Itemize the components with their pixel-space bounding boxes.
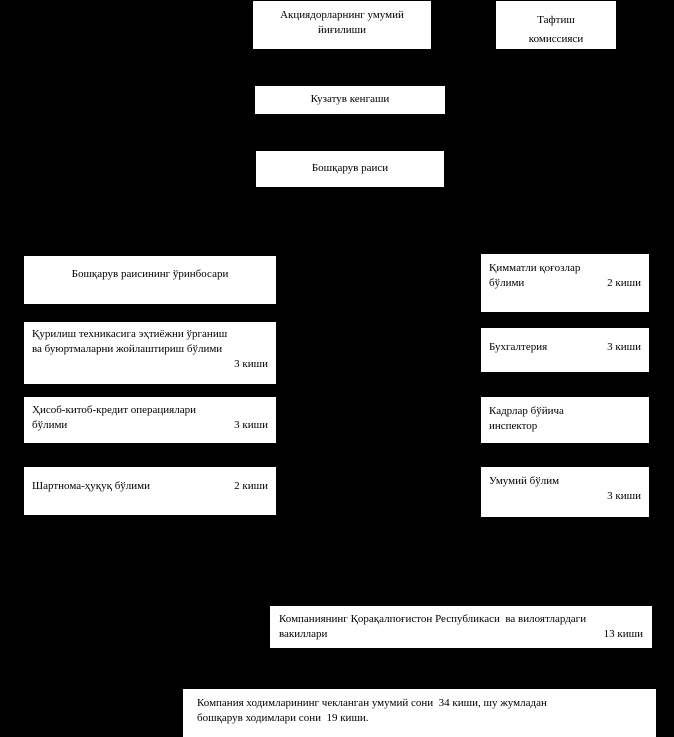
node-line-1: Қурилиш техникасига эҳтиёжни ўрганиш: [32, 328, 228, 340]
node-total-headcount-note[interactable]: Компания ходимларининг чекланган умумий …: [183, 689, 656, 737]
node-body: Шартнома-ҳуқуқ бўлими 2 киши: [24, 467, 276, 515]
node-line-1-row: Бухгалтерия 3 киши: [489, 340, 641, 355]
node-body: Кадрлар бўйича инспектор: [481, 397, 649, 443]
node-line-2: ва буюртмаларни жойлаштириш бўлими: [32, 343, 223, 355]
node-body: Ҳисоб-китоб-кредит операциялари бўлими 3…: [24, 397, 276, 443]
node-line-2-row: вакиллари 13 киши: [279, 627, 643, 642]
node-body: Тафтиш комиссияси: [496, 1, 616, 49]
node-deputy-chairman[interactable]: Бошқарув раисининг ўринбосари: [24, 256, 276, 304]
node-regional-representatives[interactable]: Компаниянинг Қорақалпоғистон Республикас…: [270, 606, 652, 648]
node-line-1: Бошқарув раисининг ўринбосари: [71, 268, 229, 280]
node-body: Акциядорларнинг умумий йиғилиши: [253, 1, 431, 49]
node-body: Кузатув кенгаши: [255, 86, 445, 114]
node-chairman-of-the-board[interactable]: Бошқарув раиси: [256, 151, 444, 187]
node-staff-count: 3 киши: [234, 419, 268, 431]
node-body: Умумий бўлим 3 киши: [481, 467, 649, 517]
node-staff-count: 3 киши: [607, 490, 641, 502]
node-line-2-row: бўлими 3 киши: [32, 418, 268, 433]
node-bookkeeping-department[interactable]: Бухгалтерия 3 киши: [481, 328, 649, 372]
node-line-2: инспектор: [489, 420, 538, 432]
node-line-1: Бошқарув раиси: [311, 162, 389, 174]
node-line-1-row: Шартнома-ҳуқуқ бўлими 2 киши: [32, 479, 268, 494]
node-staff-count: 3 киши: [607, 341, 641, 353]
node-staff-count: 2 киши: [607, 277, 641, 289]
node-line-1: Қимматли қоғозлар: [489, 262, 581, 274]
node-supervisory-board[interactable]: Кузатув кенгаши: [255, 86, 445, 114]
node-staff-count: 2 киши: [234, 480, 268, 492]
node-line-2-row: бўлими 2 киши: [489, 276, 641, 291]
node-hr-inspector[interactable]: Кадрлар бўйича инспектор: [481, 397, 649, 443]
node-body: Қурилиш техникасига эҳтиёжни ўрганиш ва …: [24, 322, 276, 384]
node-staff-count: 13 киши: [603, 628, 643, 640]
node-accounting-credit-operations-department[interactable]: Ҳисоб-китоб-кредит операциялари бўлими 3…: [24, 397, 276, 443]
node-contract-legal-department[interactable]: Шартнома-ҳуқуқ бўлими 2 киши: [24, 467, 276, 515]
node-line-1: Акциядорларнинг умумий: [280, 9, 404, 21]
node-audit-commission[interactable]: Тафтиш комиссияси: [496, 1, 616, 49]
node-line-2: вакиллари: [279, 628, 328, 640]
node-line-1: Шартнома-ҳуқуқ бўлими: [32, 480, 151, 492]
node-securities-department[interactable]: Қимматли қоғозлар бўлими 2 киши: [481, 254, 649, 312]
node-body: Бухгалтерия 3 киши: [481, 328, 649, 372]
node-line-1: Компаниянинг Қорақалпоғистон Республикас…: [279, 613, 587, 625]
node-line-1: Кадрлар бўйича: [489, 405, 564, 417]
node-body: Қимматли қоғозлар бўлими 2 киши: [481, 254, 649, 312]
node-line-1: Кузатув кенгаши: [310, 93, 390, 105]
node-body: Бошқарув раисининг ўринбосари: [24, 256, 276, 304]
node-line-1: Умумий бўлим: [489, 475, 560, 487]
node-line-1: Компания ходимларининг чекланган умумий …: [197, 697, 547, 709]
node-line-1: Ҳисоб-китоб-кредит операциялари: [32, 404, 196, 416]
node-line-2: бўлими: [32, 419, 68, 431]
node-line-1: Бухгалтерия: [489, 341, 548, 353]
node-line-2: бўлими: [489, 277, 525, 289]
node-body: Компаниянинг Қорақалпоғистон Республикас…: [270, 606, 652, 648]
node-line-2: йиғилиши: [318, 24, 366, 36]
node-general-department[interactable]: Умумий бўлим 3 киши: [481, 467, 649, 517]
node-line-2: комиссияси: [528, 33, 584, 45]
node-staff-count: 3 киши: [234, 358, 268, 370]
node-line-2: бошқарув ходимлари сони 19 киши.: [197, 712, 369, 724]
node-line-1: Тафтиш: [537, 14, 575, 26]
node-general-meeting-of-shareholders[interactable]: Акциядорларнинг умумий йиғилиши: [253, 1, 431, 49]
node-body: Компания ходимларининг чекланган умумий …: [183, 689, 656, 737]
node-construction-equipment-department[interactable]: Қурилиш техникасига эҳтиёжни ўрганиш ва …: [24, 322, 276, 384]
node-body: Бошқарув раиси: [256, 151, 444, 187]
